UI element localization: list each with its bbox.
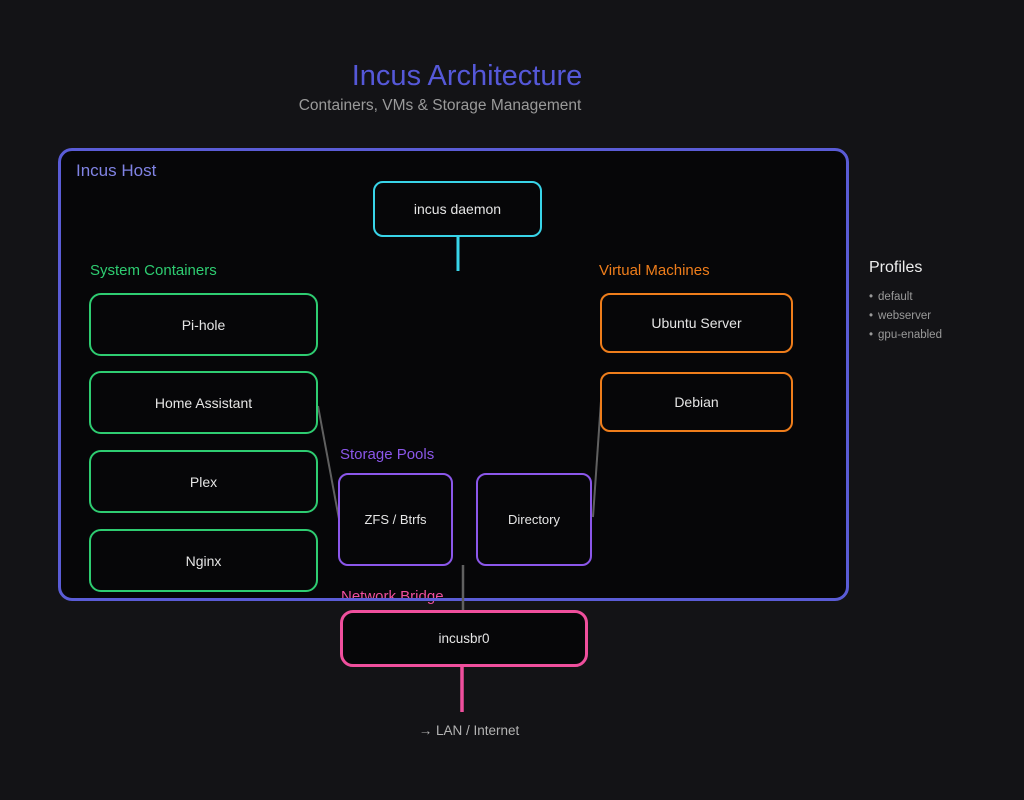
container-node-plex: Plex <box>89 450 318 513</box>
storage-pools-heading: Storage Pools <box>340 446 435 463</box>
page-title: Incus Architecture <box>351 60 583 92</box>
page-subtitle: Containers, VMs & Storage Management <box>298 97 582 114</box>
container-label: Home Assistant <box>154 394 253 411</box>
vm-label: Debian <box>674 394 719 410</box>
profiles-heading: Profiles <box>869 259 923 276</box>
lan-internet-label: → LAN / Internet <box>418 723 520 738</box>
bullet-icon: • <box>869 291 874 303</box>
vm-label: Ubuntu Server <box>651 315 742 331</box>
storage-label: Directory <box>507 512 560 527</box>
storage-node-directory: Directory <box>476 473 592 566</box>
bullet-icon: • <box>869 310 874 322</box>
bridge-label: incusbr0 <box>438 631 490 646</box>
container-node-pihole: Pi-hole <box>89 293 318 356</box>
storage-node-zfs-btrfs: ZFS / Btrfs <box>338 473 453 566</box>
profiles-panel: Profiles • default • webserver • gpu-enable… <box>869 259 942 345</box>
container-label: Plex <box>189 473 218 490</box>
profile-label: default <box>878 291 913 303</box>
profile-item-gpu-enabled: • gpu-enabled <box>869 326 942 345</box>
virtual-machines-heading: Virtual Machines <box>599 262 710 279</box>
container-node-nginx: Nginx <box>89 529 318 592</box>
vm-node-ubuntu-server: Ubuntu Server <box>600 293 793 353</box>
container-label: Nginx <box>185 552 222 569</box>
incus-host-label: Incus Host <box>76 161 157 180</box>
system-containers-heading: System Containers <box>90 262 217 279</box>
network-bridge-node-incusbr0: incusbr0 <box>340 610 588 667</box>
incus-daemon-node: incus daemon <box>373 181 542 237</box>
container-node-home-assistant: Home Assistant <box>89 371 318 434</box>
bullet-icon: • <box>869 329 874 341</box>
incus-daemon-label: incus daemon <box>413 201 502 217</box>
vm-node-debian: Debian <box>600 372 793 432</box>
profile-label: gpu-enabled <box>878 329 942 341</box>
container-label: Pi-hole <box>181 316 226 333</box>
profile-label: webserver <box>878 310 932 322</box>
profile-item-webserver: • webserver <box>869 307 942 326</box>
profile-item-default: • default <box>869 288 942 307</box>
storage-label: ZFS / Btrfs <box>364 512 427 527</box>
incus-host-box <box>58 148 849 601</box>
